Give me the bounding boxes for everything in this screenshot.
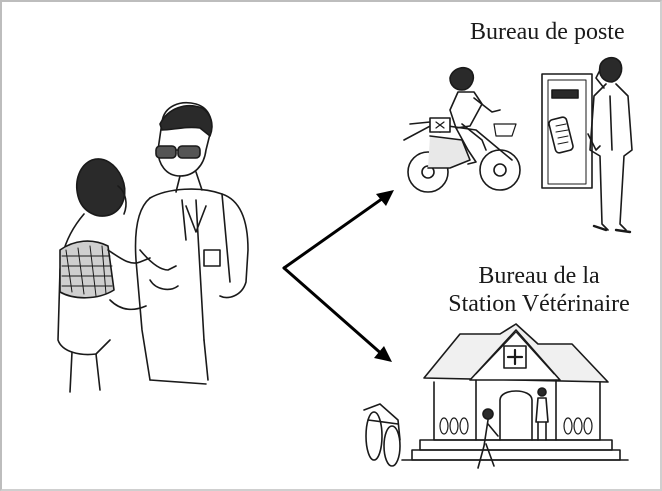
post-office-illustration [403, 56, 633, 234]
arrow-to-vet-station [282, 266, 386, 358]
man-on-phone-figure [587, 56, 633, 234]
cross-icon [503, 345, 527, 369]
arrowhead-down-icon [374, 346, 392, 362]
post-office-label: Bureau de poste [470, 19, 625, 45]
people-talking-illustration [57, 102, 249, 393]
vet-station-label-line2: Station Vétérinaire [448, 291, 630, 317]
vet-station-illustration [363, 323, 629, 469]
vet-station-label-line1: Bureau de la [478, 263, 600, 289]
man-figure [134, 102, 249, 385]
vet-station-label: Bureau de la Station Vétérinaire [420, 262, 658, 318]
branch-arrows [282, 190, 394, 362]
phone-handset-icon [548, 116, 574, 154]
person-standing-figure [535, 387, 549, 441]
motorcyclist-figure [403, 66, 521, 193]
phone-booth [541, 73, 593, 189]
parked-motorcycle [363, 403, 401, 467]
person-walking-figure [477, 408, 499, 469]
arrowhead-up-icon [376, 190, 394, 206]
woman-figure [57, 158, 151, 393]
arrow-to-post-office [282, 194, 388, 270]
